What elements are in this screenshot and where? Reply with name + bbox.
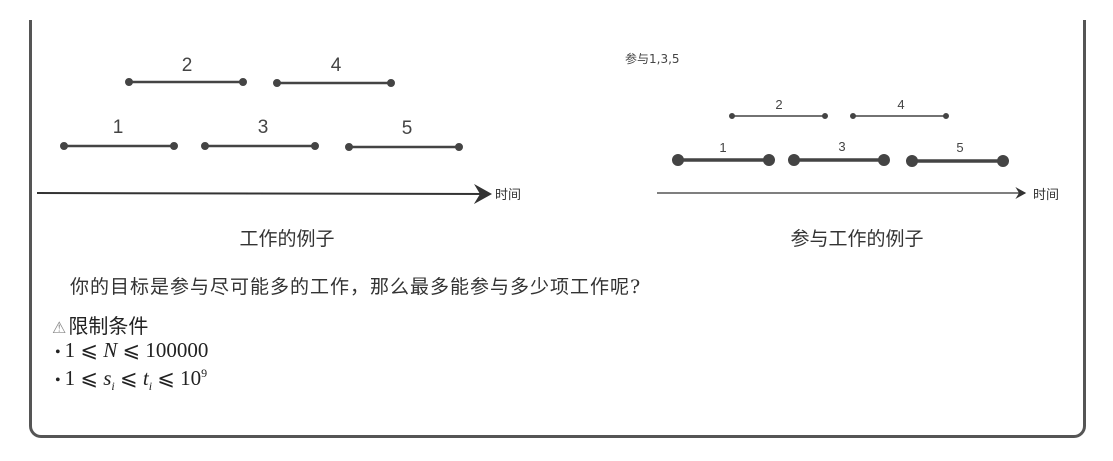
warning-icon: ⚠ bbox=[52, 318, 67, 337]
job-label-2: 2 bbox=[775, 97, 782, 112]
job-label-3: 3 bbox=[838, 139, 845, 154]
job-label-1: 1 bbox=[719, 140, 726, 155]
left-diagram-caption: 工作的例子 bbox=[239, 228, 335, 250]
job-diagrams: 2 4 1 3 5 时间 2 4 1 3 5 参与1,3,5 时间 bbox=[36, 51, 1059, 204]
question-text: 你的目标是参与尽可能多的工作，那么最多能参与多少项工作呢? bbox=[70, 276, 642, 298]
job-segment-2 bbox=[125, 78, 247, 86]
job-segment-1 bbox=[60, 142, 178, 150]
axis-label: 时间 bbox=[1033, 188, 1059, 203]
right-diagram-caption: 参与工作的例子 bbox=[790, 228, 924, 250]
constraints-title: 限制条件 bbox=[68, 314, 149, 338]
axis-label: 时间 bbox=[495, 188, 521, 203]
job-label-3: 3 bbox=[258, 117, 269, 138]
job-segment-3 bbox=[201, 142, 319, 150]
job-segment-4 bbox=[273, 79, 395, 87]
constraint-item: 1 ⩽ N ⩽ 100000 bbox=[55, 339, 209, 362]
selected-job-segment-1 bbox=[672, 154, 775, 166]
constraint-item: 1 ⩽ si ⩽ ti ⩽ 109 bbox=[55, 362, 208, 393]
right-diagram bbox=[657, 113, 1027, 199]
job-label-5: 5 bbox=[956, 140, 963, 155]
constraints-heading: ⚠限制条件 bbox=[52, 310, 148, 339]
job-segment-2 bbox=[729, 113, 828, 119]
job-label-5: 5 bbox=[402, 118, 413, 139]
job-label-4: 4 bbox=[331, 55, 342, 76]
time-axis bbox=[36, 183, 492, 204]
selected-job-segment-5 bbox=[906, 155, 1009, 167]
selected-job-segment-3 bbox=[788, 154, 890, 166]
job-label-1: 1 bbox=[113, 117, 124, 138]
selection-note: 参与1,3,5 bbox=[625, 51, 680, 66]
job-segment-5 bbox=[345, 143, 463, 151]
job-segment-4 bbox=[850, 113, 949, 119]
job-label-2: 2 bbox=[182, 55, 193, 76]
left-diagram bbox=[36, 78, 492, 204]
problem-frame bbox=[29, 20, 1086, 438]
constraints-list: 1 ⩽ N ⩽ 100000 1 ⩽ si ⩽ ti ⩽ 109 bbox=[55, 339, 209, 394]
job-label-4: 4 bbox=[897, 97, 904, 112]
